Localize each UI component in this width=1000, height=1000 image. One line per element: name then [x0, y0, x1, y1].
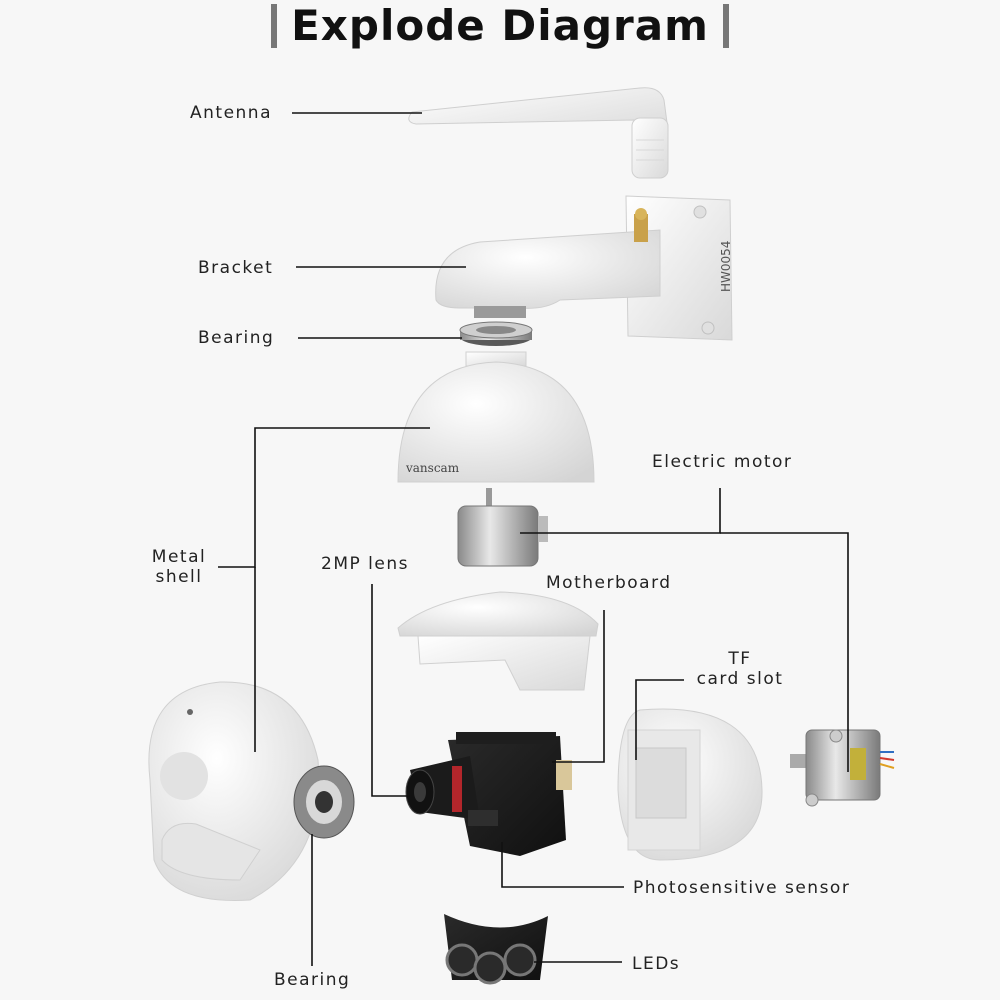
label-tf-card-slot: TF card slot	[690, 649, 790, 689]
antenna-part	[408, 87, 669, 179]
bracket-part: HW0054	[435, 195, 733, 341]
led-board-part	[444, 914, 548, 985]
diagram-title: Explode Diagram	[271, 4, 729, 48]
brand-marking: vanscam	[405, 461, 460, 475]
label-bracket: Bracket	[198, 258, 274, 278]
label-bearing-bottom: Bearing	[274, 970, 351, 990]
label-tf-line2: card slot	[696, 669, 784, 689]
label-metal-shell: Metal shell	[147, 547, 211, 587]
motherboard-cover-part	[397, 591, 599, 691]
label-2mp-lens: 2MP lens	[321, 554, 409, 574]
bearing-top-part	[459, 321, 533, 346]
label-electric-motor: Electric motor	[652, 452, 793, 472]
motor-right-part	[790, 729, 895, 807]
label-metal-shell-line1: Metal	[151, 547, 207, 567]
label-leds: LEDs	[632, 954, 681, 974]
title-wrap: Explode Diagram	[0, 4, 1000, 48]
leader-lines	[218, 112, 849, 966]
motor-top-part	[457, 488, 548, 567]
label-metal-shell-line2: shell	[155, 567, 203, 587]
pcb-lens-part	[405, 732, 572, 856]
label-photosensitive-sensor: Photosensitive sensor	[633, 878, 851, 898]
label-motherboard: Motherboard	[546, 573, 672, 593]
label-bearing-top: Bearing	[198, 328, 275, 348]
label-antenna: Antenna	[190, 103, 272, 123]
dome-part: vanscam	[397, 351, 595, 483]
tf-housing-part	[617, 708, 763, 861]
model-marking: HW0054	[719, 241, 733, 292]
label-tf-line1: TF	[728, 649, 752, 669]
metal-shell-part	[148, 681, 355, 901]
